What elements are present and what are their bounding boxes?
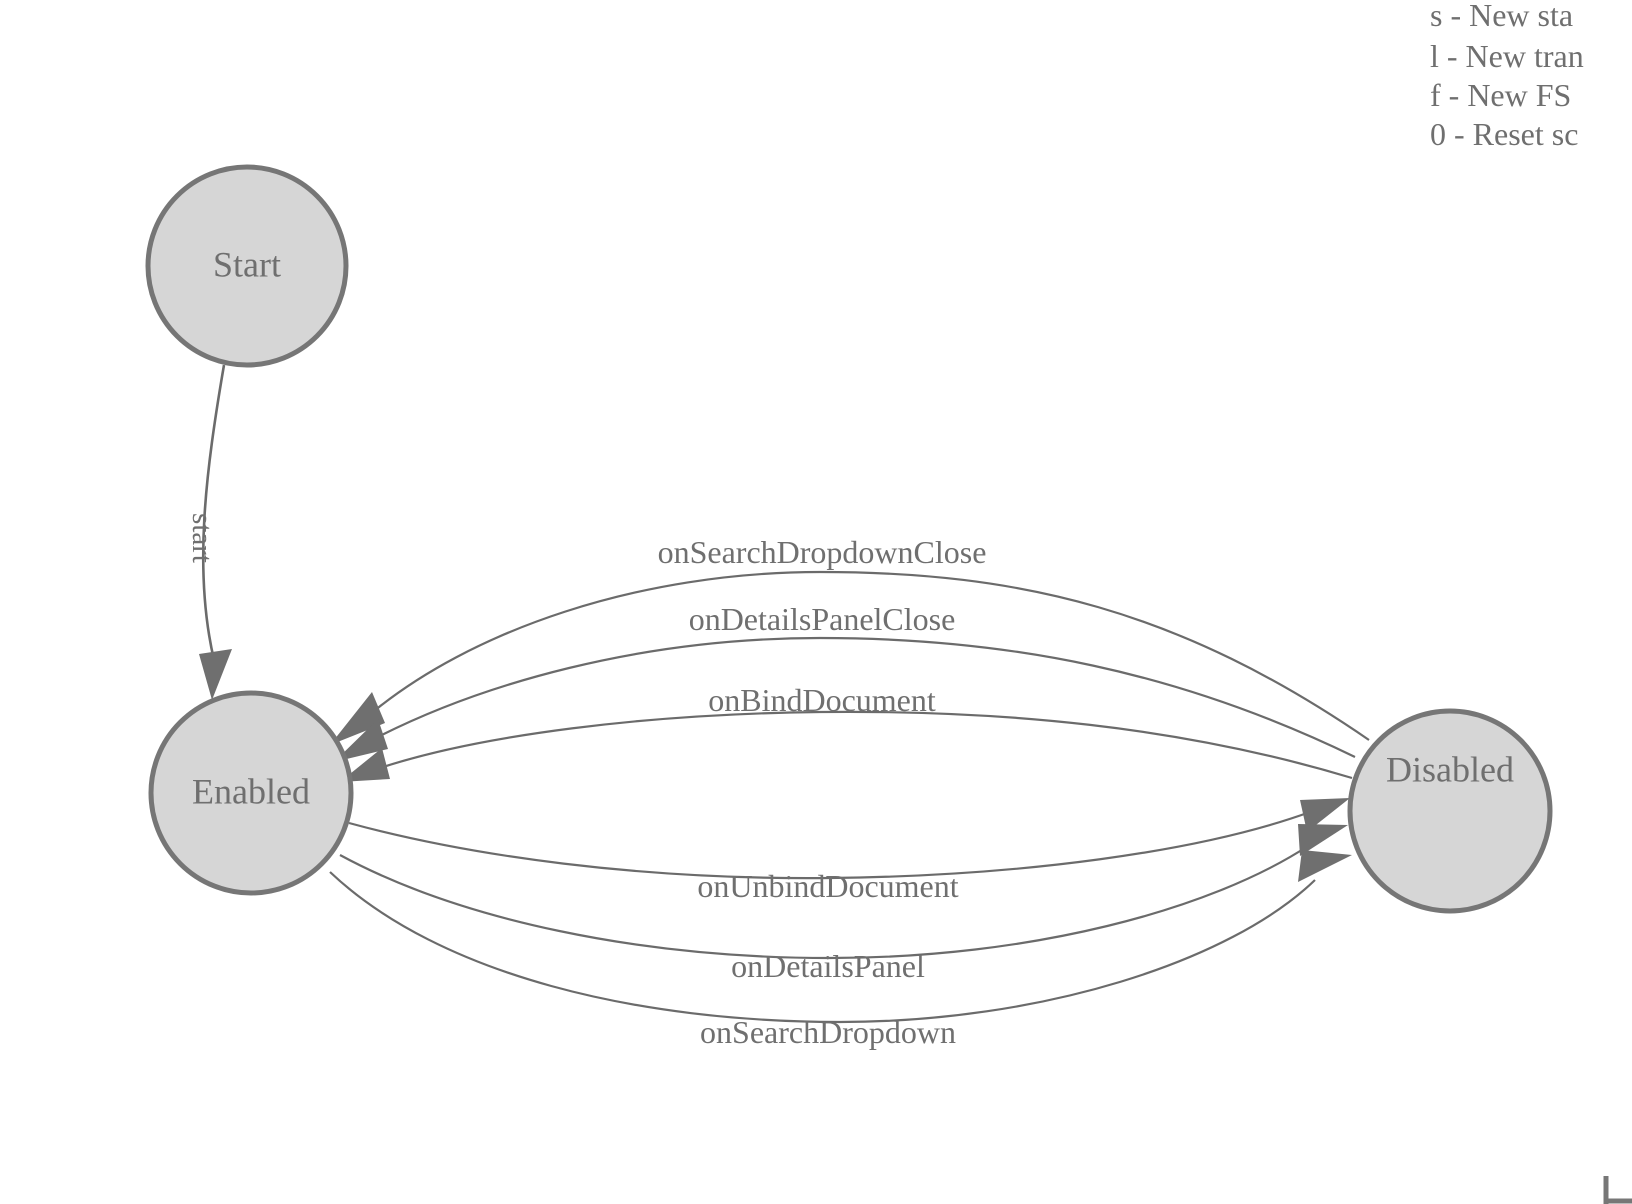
arrowhead-onDetailsPanel xyxy=(1298,824,1348,856)
transition-onUnbindDocument-path xyxy=(348,810,1311,880)
arrowhead-onSearchDropdownClose xyxy=(330,692,385,745)
transition-start[interactable]: start xyxy=(186,364,232,700)
transition-label-onDetailsPanel: onDetailsPanel xyxy=(731,948,925,984)
help-line-new-state: s - New sta xyxy=(1430,0,1573,33)
transition-onBindDocument[interactable]: onBindDocument xyxy=(340,682,1353,782)
transition-onSearchDropdown[interactable]: onSearchDropdown xyxy=(329,850,1352,1050)
arrowhead-onBindDocument xyxy=(340,748,390,782)
state-node-disabled[interactable]: Disabled xyxy=(1347,708,1553,914)
arrowhead-onDetailsPanelClose xyxy=(334,719,388,762)
transition-onUnbindDocument[interactable]: onUnbindDocument xyxy=(348,798,1350,904)
state-label-enabled: Enabled xyxy=(192,771,310,811)
transition-label-onBindDocument: onBindDocument xyxy=(708,682,936,718)
transition-onSearchDropdownClose[interactable]: onSearchDropdownClose xyxy=(330,534,1370,745)
transition-onSearchDropdown-path xyxy=(329,871,1316,1024)
transition-onDetailsPanel[interactable]: onDetailsPanel xyxy=(339,824,1348,984)
transition-label-onDetailsPanelClose: onDetailsPanelClose xyxy=(689,601,956,637)
state-circle-start[interactable] xyxy=(145,164,349,368)
transition-onBindDocument-path xyxy=(379,710,1353,780)
help-line-reset-scale: 0 - Reset sc xyxy=(1430,116,1578,152)
transition-label-start: start xyxy=(186,513,218,563)
transition-label-onSearchDropdown: onSearchDropdown xyxy=(700,1014,956,1050)
state-label-start: Start xyxy=(213,244,281,284)
transition-label-onSearchDropdownClose: onSearchDropdownClose xyxy=(658,534,987,570)
arrowhead-onSearchDropdown xyxy=(1298,850,1352,882)
viewport-frame-corner xyxy=(1603,1176,1632,1204)
transition-onSearchDropdownClose-path xyxy=(367,570,1370,741)
help-overlay: s - New sta l - New tran f - New FS 0 - … xyxy=(1430,0,1584,152)
transition-onDetailsPanel-path xyxy=(339,845,1309,960)
state-circle-enabled[interactable] xyxy=(148,690,354,896)
transition-onDetailsPanelClose[interactable]: onDetailsPanelClose xyxy=(334,601,1356,762)
help-line-new-fsm: f - New FS xyxy=(1430,77,1571,113)
transition-label-onUnbindDocument: onUnbindDocument xyxy=(697,868,958,904)
state-circle-disabled[interactable] xyxy=(1347,708,1553,914)
state-node-enabled[interactable]: Enabled xyxy=(148,690,354,896)
help-line-new-transition: l - New tran xyxy=(1430,38,1584,74)
state-node-start[interactable]: Start xyxy=(145,164,349,368)
state-label-disabled: Disabled xyxy=(1386,749,1514,789)
transition-onDetailsPanelClose-path xyxy=(371,636,1356,758)
transition-start-path xyxy=(201,364,226,661)
arrowhead-start-to-enabled xyxy=(199,649,232,700)
arrowhead-onUnbindDocument xyxy=(1300,798,1350,832)
